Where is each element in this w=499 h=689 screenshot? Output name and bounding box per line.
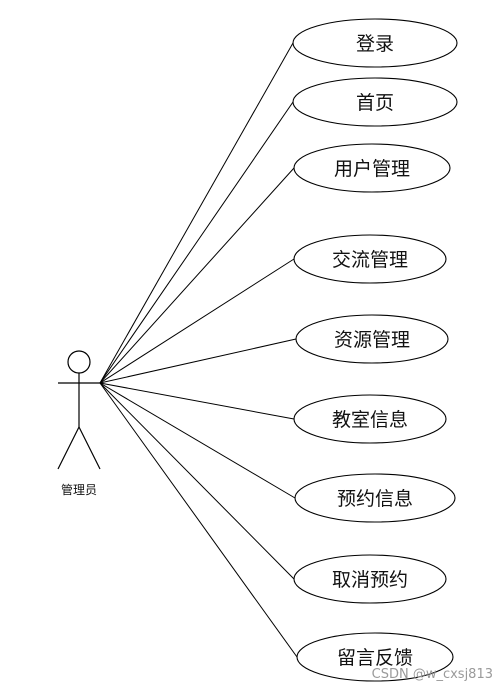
association-line bbox=[99, 382, 295, 420]
use-case-ellipse bbox=[293, 143, 451, 193]
use-case: 资源管理 bbox=[295, 314, 449, 364]
actor-figure bbox=[57, 350, 101, 470]
use-case-ellipse bbox=[296, 632, 454, 682]
use-case-label: 取消预约 bbox=[332, 569, 408, 591]
association-line bbox=[99, 382, 296, 499]
use-case-ellipse bbox=[293, 234, 447, 284]
association-line bbox=[99, 382, 298, 658]
use-case: 留言反馈 bbox=[296, 632, 454, 682]
association-lines bbox=[99, 42, 298, 658]
use-case-label: 用户管理 bbox=[334, 158, 410, 180]
actor-head bbox=[67, 350, 91, 374]
use-case-label: 登录 bbox=[356, 33, 394, 55]
use-case-ellipse bbox=[293, 394, 447, 444]
association-line bbox=[99, 42, 294, 384]
association-line bbox=[99, 258, 295, 384]
use-case: 用户管理 bbox=[293, 143, 451, 193]
actor-right-leg bbox=[78, 426, 101, 470]
use-case-label: 教室信息 bbox=[332, 409, 408, 431]
use-case-label: 首页 bbox=[356, 92, 394, 114]
use-case: 首页 bbox=[292, 77, 458, 127]
association-line bbox=[99, 338, 297, 384]
association-line bbox=[99, 101, 294, 384]
use-case: 取消预约 bbox=[293, 554, 447, 604]
use-case-ellipse bbox=[292, 18, 458, 68]
use-case-ellipse bbox=[294, 473, 456, 523]
use-case-ellipse bbox=[293, 554, 447, 604]
use-case: 预约信息 bbox=[294, 473, 456, 523]
use-case: 教室信息 bbox=[293, 394, 447, 444]
use-case-label: 交流管理 bbox=[332, 249, 408, 271]
actor-label: 管理员 bbox=[61, 482, 97, 497]
use-case-ellipse bbox=[292, 77, 458, 127]
use-case-label: 资源管理 bbox=[334, 329, 410, 351]
use-case: 登录 bbox=[292, 18, 458, 68]
use-case-label: 留言反馈 bbox=[337, 647, 413, 669]
association-line bbox=[99, 167, 295, 384]
use-case-ellipse bbox=[295, 314, 449, 364]
use-case-label: 预约信息 bbox=[337, 488, 413, 510]
watermark: CSDN @w_cxsj813 bbox=[372, 667, 493, 682]
use-case: 交流管理 bbox=[293, 234, 447, 284]
association-line bbox=[99, 382, 295, 580]
actor-left-leg bbox=[57, 426, 80, 470]
